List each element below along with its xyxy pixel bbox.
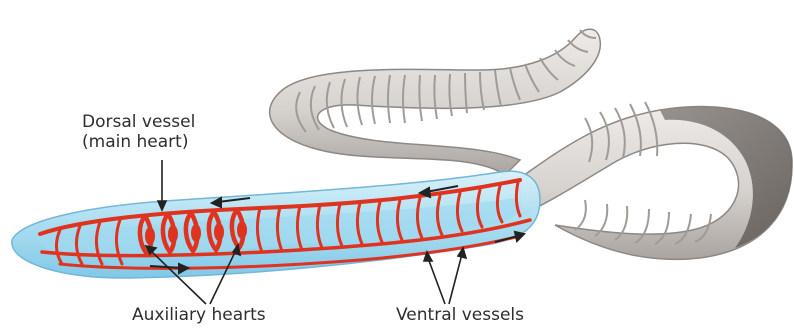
ventral-vessels-pointers — [424, 248, 466, 304]
auxiliary-hearts-label: Auxiliary hearts — [132, 305, 266, 325]
ventral-vessels-label: Ventral vessels — [396, 305, 524, 325]
dorsal-vessel-label-line1: Dorsal vessel — [82, 112, 195, 132]
dorsal-vessel-pointer — [158, 160, 166, 210]
dorsal-vessel-label-line2: (main heart) — [82, 132, 195, 152]
dorsal-vessel-label: Dorsal vessel (main heart) — [82, 112, 195, 153]
